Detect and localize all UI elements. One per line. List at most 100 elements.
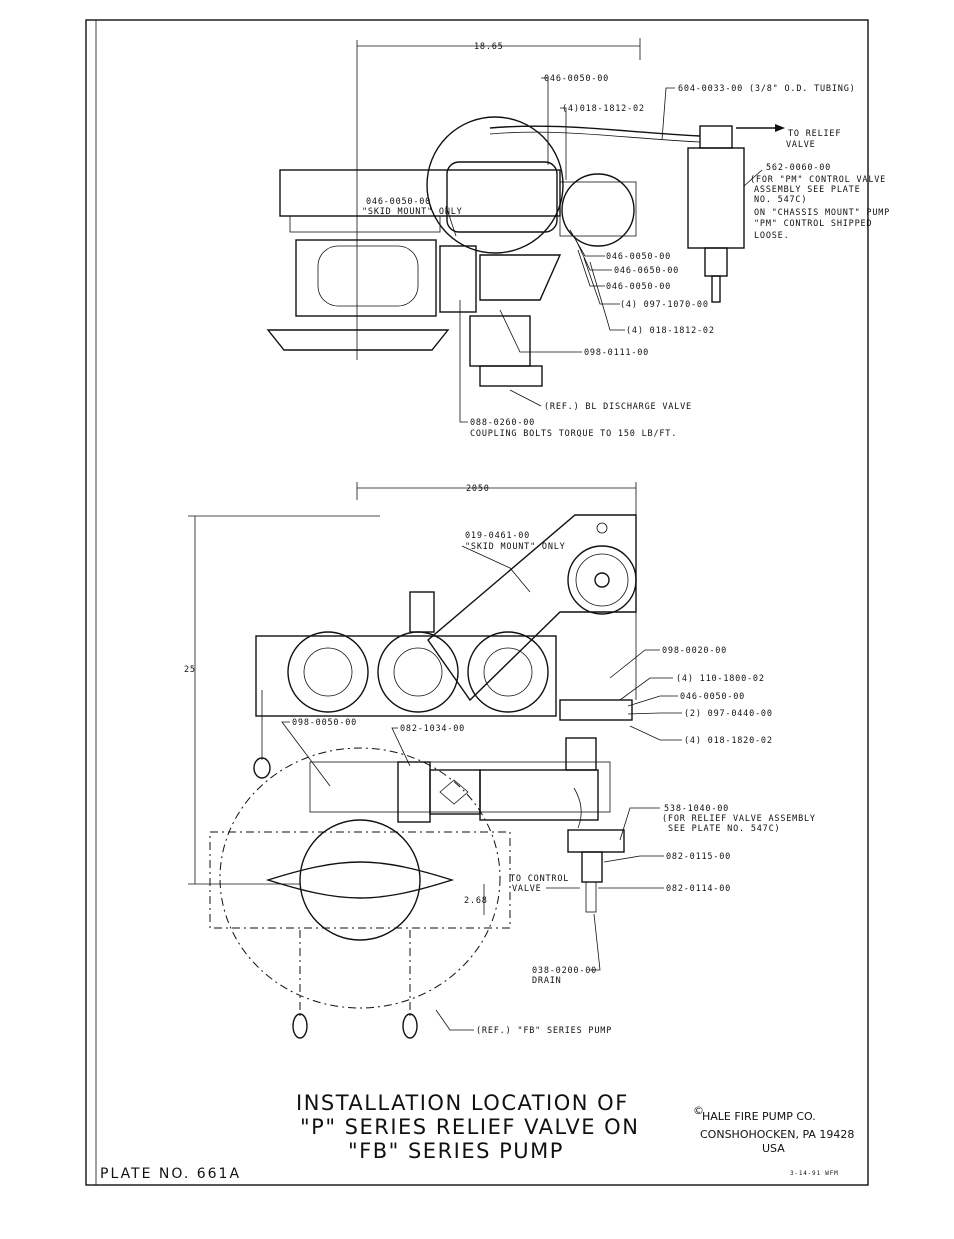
label-098-0111: 098-0111-00 [584,348,649,358]
handwheel [567,545,637,615]
pump-eye [299,819,421,941]
leader-pump [435,1009,474,1031]
label-538-1040: 538-1040-00 [664,804,729,814]
copyright-mark: © [693,1104,704,1117]
label-ctrl-4: NO. 547C) [754,195,807,205]
leader-p1 [541,77,549,165]
relief-elbow [565,737,597,771]
label-082-0115: 082-0115-00 [666,852,731,862]
leader-p6 [583,257,620,305]
label-skid-a-1: 046-0050-00 [366,197,431,207]
label-046-0650: 046-0650-00 [614,266,679,276]
spring-line [573,787,582,829]
intake-valve-2 [377,631,459,713]
label-ctrl-5: ON "CHASSIS MOUNT" PUMP [754,208,890,218]
leader-tubing [661,87,675,141]
to-relief-arrowhead [775,124,785,132]
pump-foot-left [292,1013,308,1039]
drain-rod-end [253,757,271,779]
label-tubing: 604-0033-00 (3/8" O.D. TUBING) [678,84,856,94]
leader-skid [445,205,457,237]
leader-drain [590,913,601,971]
relief-valve-assy [567,829,625,853]
label-ctrl-6: "PM" CONTROL SHIPPED [754,219,872,229]
intake-manifold [255,635,557,717]
dim-268-value: 2.68 [464,896,488,906]
company-country: USA [762,1142,785,1155]
dim-top-value: 18.65 [474,42,504,52]
company-name: HALE FIRE PUMP CO. [702,1110,816,1123]
label-097-0440: (2) 097-0440-00 [684,709,773,719]
label-coupling-1: 088-0260-00 [470,418,535,428]
handwheel-knob [596,522,608,534]
label-097-1070: (4) 097-1070-00 [620,300,709,310]
label-ctrl-1: 562-0060-00 [766,163,831,173]
relief-coupling [429,769,481,815]
pump-outline-dashed [219,747,501,1009]
pump-volute [426,116,564,254]
label-fb-pump: (REF.) "FB" SERIES PUMP [476,1026,612,1036]
pump-shaft-lobe [265,861,455,899]
label-098-0050: 098-0050-00 [292,718,357,728]
leader-r1 [609,649,660,679]
title-line-2: "P" SERIES RELIEF VALVE ON [300,1115,639,1139]
label-ctrl-3: ASSEMBLY SEE PLATE [754,185,861,195]
label-rv-3: SEE PLATE NO. 547C) [668,824,780,834]
company-city: CONSHOHOCKEN, PA 19428 [700,1128,854,1141]
intake-valve-2-inner [393,647,443,697]
title-line-1: INSTALLATION LOCATION OF [296,1091,629,1115]
coupling-diamond [439,779,469,805]
skid-mount-plate [427,514,637,702]
label-046-0050-b: 046-0050-00 [606,252,671,262]
label-019-0461: 019-0461-00 [465,531,530,541]
leader-discharge [509,389,542,407]
coupling-block [295,239,437,317]
top-view: 18.65 [266,38,890,439]
label-098-0020: 098-0020-00 [662,646,727,656]
date-stamp: 3-14-91 WFM [790,1170,839,1177]
pump-foot-right [402,1013,418,1039]
leader-p5 [577,249,605,287]
relief-valve-body [561,173,635,247]
label-drain: DRAIN [532,976,562,986]
pm-control-stem [704,247,728,277]
leader-l2 [391,727,411,767]
discharge-body [469,315,531,367]
tubing-line-2 [489,131,701,143]
relief-flange [559,699,633,721]
leader-r2 [619,677,673,701]
label-to-control-2: VALVE [512,884,542,894]
riser-pipe [409,591,435,633]
pump-centerline-box [209,831,511,929]
label-018-1812-a: (4)018-1812-02 [562,104,645,114]
bottom-view: 2050 25 2.68 [184,482,815,1039]
dim-2050-value: 2050 [466,484,490,494]
intake-valve-3 [467,631,549,713]
label-to-relief-2: VALVE [786,140,816,150]
pm-control-shaft [711,275,721,303]
leader-rv [619,807,660,841]
pm-control-valve [687,147,745,249]
leader-r5 [629,725,682,741]
sheet-border [85,19,869,1186]
label-018-1820: (4) 018-1820-02 [684,736,773,746]
leader-p4 [575,239,612,271]
pm-control-cap [699,125,733,149]
label-coupling-2: COUPLING BOLTS TORQUE TO 150 LB/FT. [470,429,677,439]
discharge-valve [479,365,543,387]
leader-l1 [281,721,331,787]
relief-valve-flange [559,181,637,237]
label-082-0114: 082-0114-00 [666,884,731,894]
leader-p7 [589,261,625,331]
intake-valve-1 [287,631,369,713]
label-to-relief-1: TO RELIEF [788,129,841,139]
coupling-inner [317,245,419,307]
label-discharge-valve: (REF.) BL DISCHARGE VALVE [544,402,692,412]
leader-r6 [603,855,664,863]
flange-block [397,761,431,823]
label-to-control-1: TO CONTROL [510,874,569,884]
leader-p2 [560,107,567,180]
leader-coupling [459,300,468,423]
label-skid-a-2: "SKID MOUNT" ONLY [362,207,463,217]
